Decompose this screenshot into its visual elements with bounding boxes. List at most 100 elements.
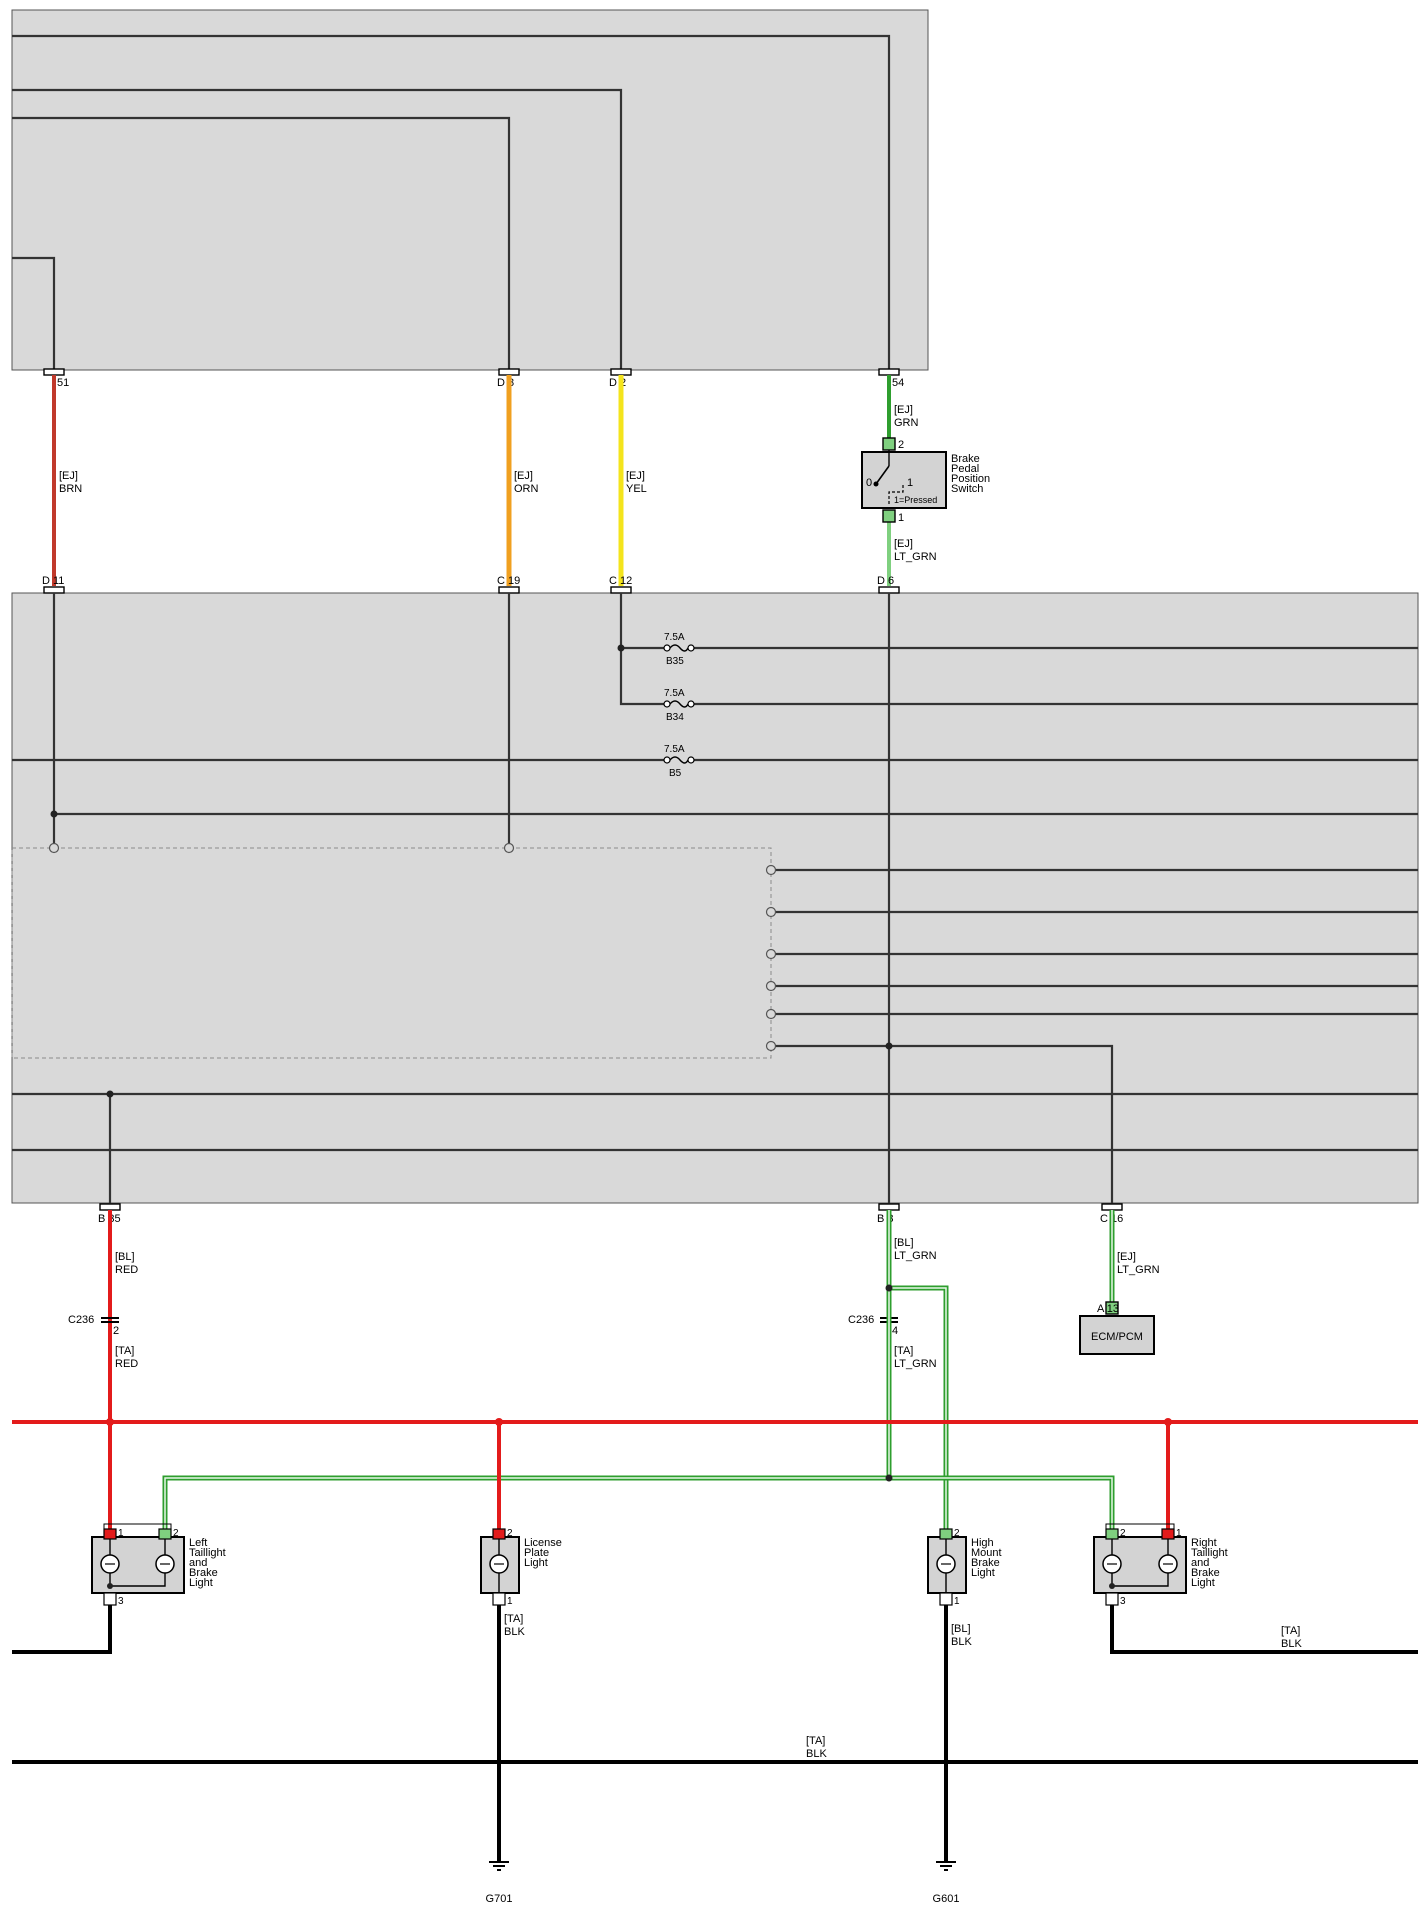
high-light-pin-2: 2 <box>954 1528 960 1539</box>
upper-module-panel <box>11 9 929 371</box>
junction-module-panel <box>11 592 1419 1204</box>
connector-label-d6: D 6 <box>877 575 894 587</box>
connector-label-51: 51 <box>57 377 69 389</box>
license-light-label-1: License <box>524 1537 562 1549</box>
ecm-pin-a13 <box>1105 1301 1119 1315</box>
wire-ta-blk-right-harness: [TA] <box>1281 1625 1300 1637</box>
upper-wire-54 <box>12 34 891 372</box>
wire-brn-harness: [EJ] <box>59 470 78 482</box>
right-taillight-brake-light: 2 1 3 Right Taillight and Brake Light <box>1093 1523 1228 1607</box>
ground-label-g601: G601 <box>933 1893 960 1905</box>
connector-top-54 <box>878 368 900 376</box>
license-light-label-3: Light <box>524 1557 548 1569</box>
ecm-pcm-module <box>1079 1315 1155 1355</box>
right-light-label-5: Light <box>1191 1577 1215 1589</box>
connector-c12 <box>610 586 632 594</box>
wire-ta-blk-license-harness: [TA] <box>504 1613 523 1625</box>
license-light-pin-1: 1 <box>507 1596 513 1607</box>
inline-connector-c236-left: C236 2 <box>68 1314 119 1337</box>
fuse-b34: 7.5A B34 <box>663 688 695 723</box>
wire-ta-blk-license-color: BLK <box>504 1626 525 1638</box>
left-light-label-4: Brake <box>189 1567 218 1579</box>
switch-label-2: Pedal <box>951 463 979 475</box>
wire-lt-grn-brake-signal <box>162 1210 1115 1529</box>
wire-bl-lt-grn-color: LT_GRN <box>894 1250 937 1262</box>
wire-ta-blk-right-color: BLK <box>1281 1638 1302 1650</box>
right-light-pin-1: 1 <box>1176 1528 1182 1539</box>
left-light-label-1: Left <box>189 1537 207 1549</box>
connector-b35 <box>99 1203 121 1211</box>
wire-grn-color: GRN <box>894 417 919 429</box>
wire-red-power-bus <box>12 1418 1418 1529</box>
wire-brn-color: BRN <box>59 483 82 495</box>
connector-d11 <box>43 586 65 594</box>
wire-ta-lt-grn-color: LT_GRN <box>894 1358 937 1370</box>
switch-pos-0: 0 <box>866 477 872 489</box>
wire-lt-grn-switch-color: LT_GRN <box>894 551 937 563</box>
connector-b8 <box>878 1203 900 1211</box>
high-light-label-3: Brake <box>971 1557 1000 1569</box>
connector-label-a13: A 13 <box>1097 1303 1119 1315</box>
wire-bl-red-color: RED <box>115 1264 138 1276</box>
fuse-b35-id: B35 <box>666 656 684 667</box>
right-light-label-2: Taillight <box>1191 1547 1228 1559</box>
upper-wire-51 <box>12 256 56 372</box>
connector-label-c12: C 12 <box>609 575 632 587</box>
fuse-b34-rating: 7.5A <box>664 688 685 699</box>
wire-orn-harness: [EJ] <box>514 470 533 482</box>
high-light-label-2: Mount <box>971 1547 1002 1559</box>
wire-grn-harness: [EJ] <box>894 404 913 416</box>
upper-wire-d8 <box>12 116 511 372</box>
connector-top-d2 <box>610 368 632 376</box>
right-light-pin-3: 3 <box>1120 1596 1126 1607</box>
wire-lt-grn-switch-harness: [EJ] <box>894 538 913 550</box>
ground-icon-g601: G601 <box>933 1861 960 1905</box>
fuse-b5-id: B5 <box>669 768 682 779</box>
fuse-b5-rating: 7.5A <box>664 744 685 755</box>
switch-label-4: Switch <box>951 483 983 495</box>
connector-d6 <box>878 586 900 594</box>
high-light-label-4: Light <box>971 1567 995 1579</box>
brake-pedal-position-switch: 2 1 0 1 1=Pressed Brake Pedal Position S… <box>861 437 990 524</box>
c236-right-label: C236 <box>848 1314 874 1326</box>
right-light-pin-2: 2 <box>1120 1528 1126 1539</box>
connector-label-d2: D 2 <box>609 377 626 389</box>
connector-top-d8 <box>498 368 520 376</box>
wire-bl-blk-high-harness: [BL] <box>951 1623 971 1635</box>
wire-ta-lt-grn-harness: [TA] <box>894 1345 913 1357</box>
upper-wire-d2 <box>12 88 623 372</box>
wire-ecm-color: LT_GRN <box>1117 1264 1160 1276</box>
fuse-b35-rating: 7.5A <box>664 632 685 643</box>
high-mount-brake-light: 2 1 High Mount Brake Light <box>927 1528 1002 1607</box>
ecm-pcm-label: ECM/PCM <box>1091 1331 1143 1343</box>
wire-ecm-harness: [EJ] <box>1117 1251 1136 1263</box>
switch-label-1: Brake <box>951 453 980 465</box>
high-light-pin-1: 1 <box>954 1596 960 1607</box>
wire-bl-red-harness: [BL] <box>115 1251 135 1263</box>
switch-pos-1: 1 <box>907 477 913 489</box>
right-light-label-4: Brake <box>1191 1567 1220 1579</box>
left-taillight-brake-light: 1 2 3 Left Taillight and Brake Light <box>91 1523 226 1607</box>
switch-pin-top: 2 <box>898 439 904 451</box>
wire-yel-color: YEL <box>626 483 647 495</box>
wire-ta-red-color: RED <box>115 1358 138 1370</box>
left-light-pin-1: 1 <box>118 1528 124 1539</box>
right-light-label-1: Right <box>1191 1537 1217 1549</box>
ground-icon-g701: G701 <box>486 1861 512 1905</box>
left-light-pin-3: 3 <box>118 1596 124 1607</box>
connector-c19 <box>498 586 520 594</box>
wire-ta-blk-bus-harness: [TA] <box>806 1735 825 1747</box>
wire-bl-blk-high-color: BLK <box>951 1636 972 1648</box>
high-light-label-1: High <box>971 1537 994 1549</box>
right-light-label-3: and <box>1191 1557 1209 1569</box>
connector-label-d8: D 8 <box>497 377 514 389</box>
connector-label-d11: D 11 <box>42 575 64 587</box>
license-light-pin-2: 2 <box>507 1528 513 1539</box>
c236-left-pin: 2 <box>113 1325 119 1337</box>
left-light-label-2: Taillight <box>189 1547 226 1559</box>
wire-ta-blk-bus-color: BLK <box>806 1748 827 1760</box>
license-plate-light: 2 1 License Plate Light <box>480 1528 562 1607</box>
wire-ta-red-harness: [TA] <box>115 1345 134 1357</box>
wire-orn-color: ORN <box>514 483 539 495</box>
